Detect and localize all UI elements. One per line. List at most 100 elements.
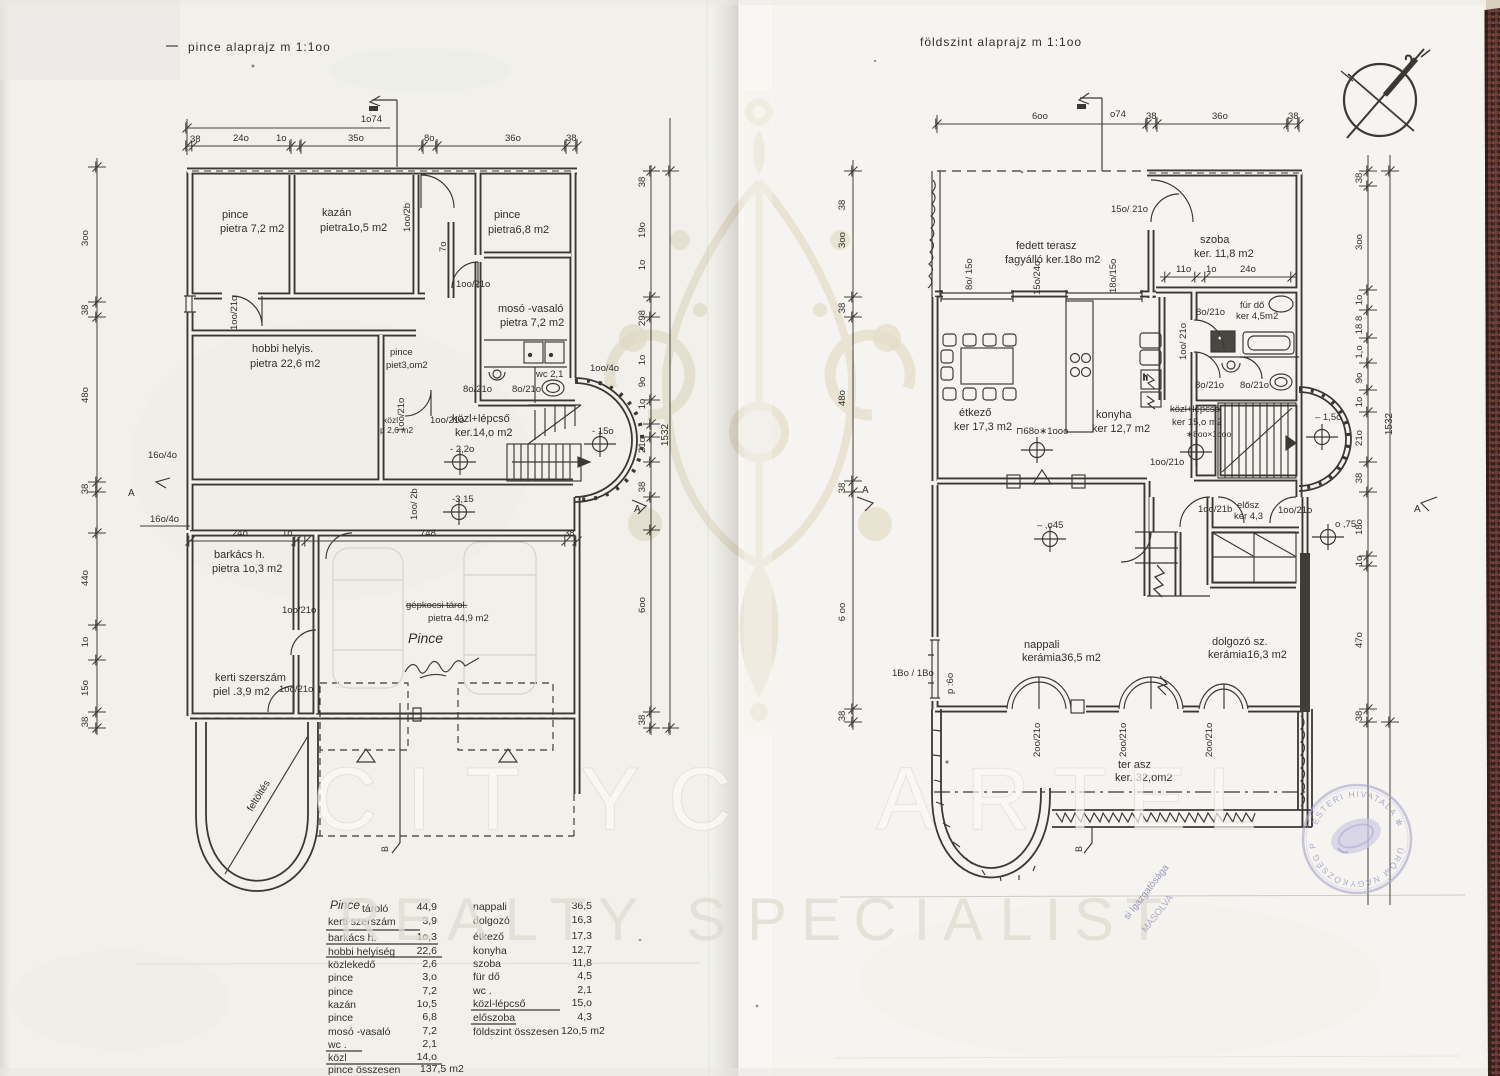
svg-text:748: 748	[420, 528, 436, 539]
svg-text:T: T	[1053, 749, 1107, 848]
svg-text:wc 2,1: wc 2,1	[535, 369, 563, 380]
svg-text:pince: pince	[328, 972, 353, 984]
svg-text:38: 38	[837, 303, 848, 314]
svg-text:8o/21o: 8o/21o	[1196, 307, 1225, 318]
svg-text:ker. 11,8 m2: ker. 11,8 m2	[1194, 248, 1254, 260]
svg-text:pince alaprajz m 1:1oo: pince alaprajz m 1:1oo	[188, 40, 331, 54]
svg-text:2,1: 2,1	[422, 1038, 437, 1050]
svg-text:pince: pince	[328, 986, 353, 998]
svg-text:16o/4o: 16o/4o	[150, 514, 179, 525]
svg-text:fagyálló ker.18o m2: fagyálló ker.18o m2	[1005, 254, 1100, 266]
svg-text:pince: pince	[390, 347, 413, 358]
svg-text:38: 38	[1146, 111, 1157, 122]
svg-text:elősz: elősz	[1237, 500, 1259, 511]
svg-text:4,3: 4,3	[577, 1011, 592, 1023]
svg-text:1532: 1532	[660, 423, 671, 446]
svg-text:44o: 44o	[80, 570, 91, 586]
svg-text:étkező: étkező	[959, 407, 991, 419]
svg-text:∗8oo×1ooo: ∗8oo×1ooo	[1186, 429, 1231, 439]
svg-text:38: 38	[566, 133, 577, 144]
svg-text:1oo/21o: 1oo/21o	[430, 415, 464, 426]
svg-text:gépkocsi tárol.: gépkocsi tárol.	[406, 600, 467, 611]
svg-text:E: E	[801, 886, 841, 953]
svg-text:19o: 19o	[637, 222, 648, 238]
svg-text:22,6: 22,6	[417, 945, 438, 957]
svg-text:piel .3,9 m2: piel .3,9 m2	[213, 686, 270, 698]
svg-text:I: I	[914, 886, 931, 953]
svg-text:Pince: Pince	[408, 630, 443, 646]
svg-text:1o: 1o	[637, 399, 648, 410]
svg-text:1Bo / 1Bo: 1Bo / 1Bo	[892, 668, 934, 679]
svg-text:8o/21o: 8o/21o	[1240, 380, 1269, 391]
svg-text:15o/ 21o: 15o/ 21o	[1111, 204, 1148, 215]
svg-text:L: L	[1208, 749, 1257, 848]
svg-text:35o: 35o	[348, 133, 364, 144]
svg-text:1oo/2b: 1oo/2b	[402, 203, 413, 232]
svg-text:I: I	[1045, 886, 1062, 953]
svg-text:48o: 48o	[80, 387, 91, 403]
svg-text:8o: 8o	[424, 133, 435, 144]
svg-text:pince: pince	[222, 209, 248, 221]
svg-text:7o: 7o	[438, 241, 449, 252]
svg-text:38: 38	[637, 177, 648, 188]
svg-text:1oo/ 2b: 1oo/ 2b	[409, 488, 420, 520]
svg-text:szoba: szoba	[473, 958, 501, 970]
svg-text:pietra 7,2 m2: pietra 7,2 m2	[500, 317, 564, 329]
svg-text:szoba: szoba	[1200, 234, 1230, 246]
svg-text:pietra 22,6 m2: pietra 22,6 m2	[250, 358, 320, 370]
svg-text:L: L	[999, 886, 1032, 953]
svg-text:földszint összesen: földszint összesen	[473, 1026, 559, 1038]
svg-text:wc .: wc .	[327, 1039, 347, 1051]
svg-text:ker. 32,om2: ker. 32,om2	[1115, 772, 1172, 784]
svg-text:pietra 7,2 m2: pietra 7,2 m2	[220, 223, 284, 235]
svg-text:15o: 15o	[80, 680, 91, 696]
svg-text:38: 38	[80, 484, 91, 495]
svg-text:A: A	[128, 488, 135, 499]
svg-text:p 2,6 m2: p 2,6 m2	[380, 425, 413, 435]
svg-text:kazán: kazán	[322, 207, 351, 219]
svg-text:fedett terasz: fedett terasz	[1016, 240, 1077, 252]
svg-text:pietra1o,5 m2: pietra1o,5 m2	[320, 222, 387, 234]
svg-text:15,o: 15,o	[572, 997, 593, 1009]
svg-text:Y: Y	[581, 749, 640, 848]
svg-text:A: A	[1414, 504, 1421, 515]
svg-text:9o: 9o	[637, 377, 648, 388]
svg-text:1,o: 1,o	[1354, 345, 1365, 358]
svg-text:6,8: 6,8	[422, 1011, 437, 1023]
svg-text:konyha: konyha	[473, 945, 507, 957]
svg-text:o ,75: o ,75	[1335, 519, 1356, 530]
svg-text:1o: 1o	[80, 637, 91, 648]
svg-text:R: R	[338, 886, 381, 953]
svg-text:38: 38	[837, 200, 848, 211]
svg-text:14,o: 14,o	[417, 1051, 438, 1063]
svg-text:-3,15: -3,15	[452, 494, 474, 505]
svg-text:T: T	[1126, 886, 1163, 953]
svg-text:⊓68o∗1ooo: ⊓68o∗1ooo	[1016, 426, 1068, 437]
svg-text:12,7: 12,7	[572, 944, 593, 956]
svg-text:p :6o: p :6o	[945, 673, 956, 694]
svg-text:1oo/4o: 1oo/4o	[590, 363, 619, 374]
svg-text:barkács h.: barkács h.	[214, 549, 265, 561]
svg-text:S: S	[686, 886, 726, 953]
svg-text:konyha: konyha	[1096, 409, 1132, 421]
svg-text:16o/4o: 16o/4o	[148, 450, 177, 461]
svg-text:Pince: Pince	[330, 898, 360, 912]
svg-text:– ,o45: – ,o45	[1037, 520, 1063, 531]
svg-text:1o: 1o	[1206, 264, 1217, 275]
svg-text:T: T	[466, 749, 520, 848]
svg-text:2,6: 2,6	[422, 958, 437, 970]
svg-text:1o: 1o	[1354, 397, 1365, 408]
svg-text:ker 15,o m2: ker 15,o m2	[1172, 417, 1222, 428]
svg-text:9o: 9o	[1354, 373, 1365, 384]
svg-text:1o: 1o	[1354, 556, 1365, 567]
svg-text:18o: 18o	[1354, 519, 1365, 535]
svg-text:1o: 1o	[276, 133, 287, 144]
svg-text:1oo/ 21o: 1oo/ 21o	[1178, 323, 1189, 360]
svg-text:6oo: 6oo	[637, 597, 648, 613]
svg-text:előszoba: előszoba	[473, 1012, 515, 1024]
svg-text:1o,3: 1o,3	[417, 931, 438, 943]
svg-text:földszint alaprajz m 1:1oo: földszint alaprajz m 1:1oo	[920, 35, 1082, 49]
svg-text:38: 38	[1354, 711, 1365, 722]
svg-text:1o,5: 1o,5	[417, 998, 438, 1010]
svg-text:I: I	[407, 749, 431, 848]
